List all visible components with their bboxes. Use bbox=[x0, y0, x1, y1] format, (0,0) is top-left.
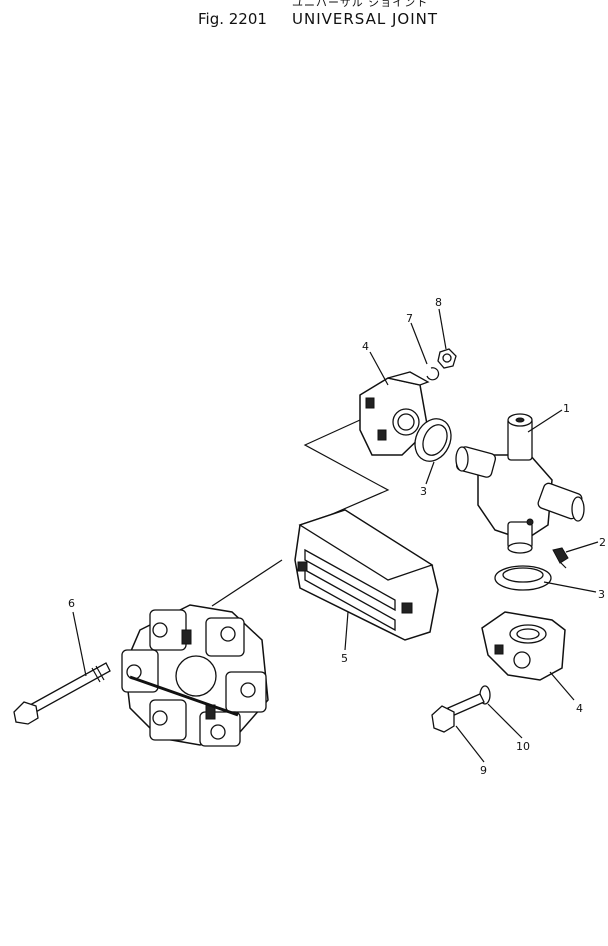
bearing-cap-upper bbox=[359, 371, 430, 456]
japanese-title: ユニバーサル ジョイント bbox=[292, 0, 429, 9]
callout-6: 6 bbox=[68, 597, 75, 610]
coupling-body-5 bbox=[294, 509, 439, 641]
callout-4-upper: 4 bbox=[362, 340, 369, 353]
callout-1: 1 bbox=[563, 402, 570, 415]
callout-5: 5 bbox=[341, 652, 348, 665]
callout-leaders bbox=[72, 308, 599, 763]
seal-ring-upper bbox=[414, 418, 452, 462]
flexible-coupling-disc bbox=[121, 604, 269, 747]
callout-2: 2 bbox=[599, 536, 606, 549]
callout-3-upper: 3 bbox=[420, 485, 427, 498]
bolt-9 bbox=[431, 693, 485, 733]
callout-8: 8 bbox=[435, 296, 442, 309]
universal-joint-spider bbox=[455, 413, 585, 554]
callout-7: 7 bbox=[406, 312, 413, 325]
assembly-lines bbox=[211, 419, 390, 607]
bearing-cap-lower bbox=[481, 611, 566, 681]
callout-3-lower: 3 bbox=[598, 588, 605, 601]
callout-9: 9 bbox=[480, 764, 487, 777]
figure-number: Fig. 2201 bbox=[198, 10, 267, 28]
nut-8 bbox=[437, 348, 457, 369]
callout-labels: 1 2 3 3 4 4 5 6 7 8 9 10 bbox=[68, 296, 606, 777]
grease-fitting-2 bbox=[552, 547, 569, 569]
long-bolt-6 bbox=[13, 662, 111, 725]
callout-10: 10 bbox=[516, 740, 530, 753]
callout-4-lower: 4 bbox=[576, 702, 583, 715]
seal-ring-lower bbox=[494, 565, 552, 591]
diagram-title: UNIVERSAL JOINT bbox=[292, 10, 439, 28]
snap-ring-7 bbox=[426, 367, 440, 381]
